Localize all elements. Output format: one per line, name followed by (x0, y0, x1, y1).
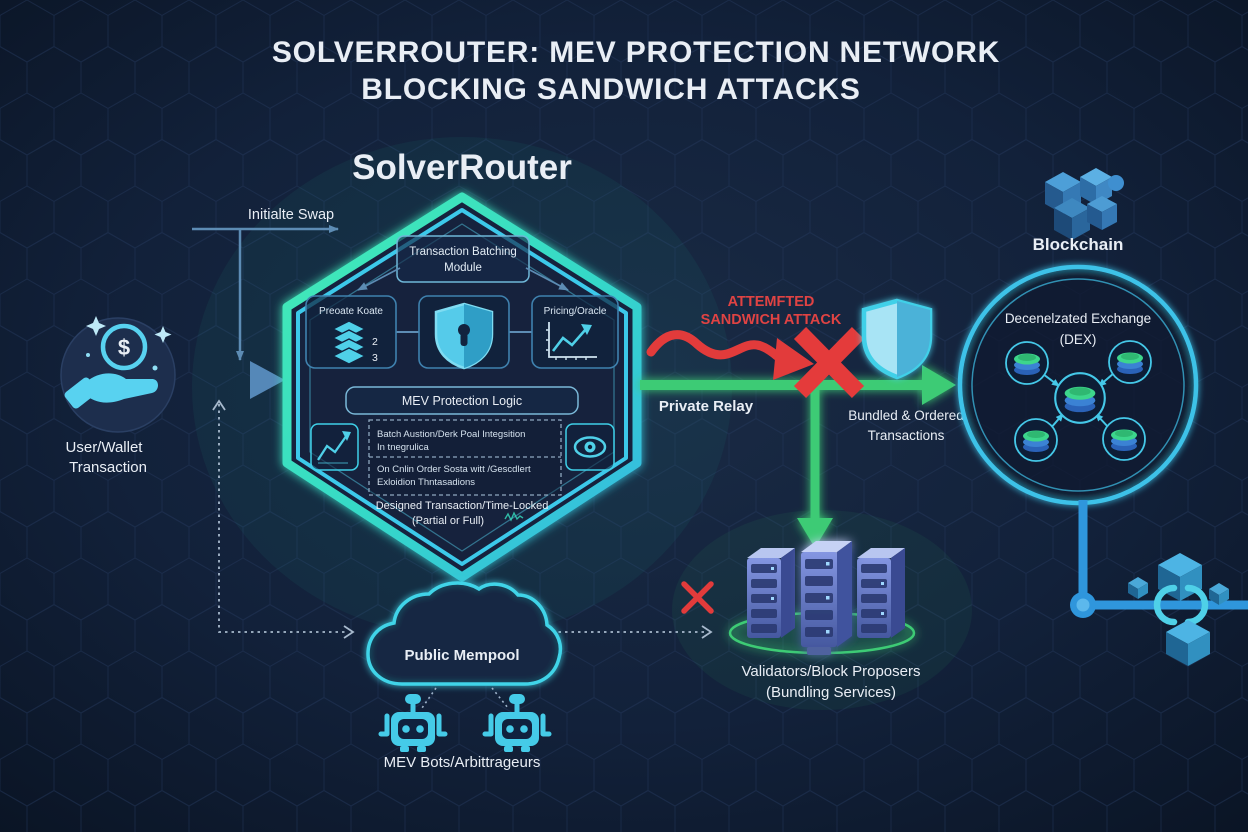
mev-logic-box: MEV Protection Logic (345, 386, 579, 415)
module-connectors (357, 267, 569, 333)
blocked-x-icon (793, 327, 865, 398)
solver-router-heading: SolverRouter (352, 148, 572, 187)
sparkline-decoration (504, 511, 524, 522)
attack-wavy-arrow (646, 330, 814, 380)
blockchain-output-line (1070, 500, 1248, 618)
watcher-box (565, 423, 615, 471)
features-dashed-box: Batch Austion/Derk Poal Integsition In t… (368, 419, 562, 496)
liquidity-pool-icon-center (1054, 372, 1106, 424)
cloud-icon (366, 581, 563, 686)
blockchain-label: Blockchain (1033, 235, 1124, 254)
initiate-swap-connector (192, 225, 339, 361)
mempool-cloud: Public Mempool (366, 581, 563, 686)
private-relay-label: Private Relay (659, 398, 754, 415)
server-tower-icon (747, 548, 795, 638)
user-wallet-label-line2: Transaction (69, 459, 147, 476)
protection-shield-box (418, 295, 510, 370)
mempool-blocked-x-icon (681, 581, 714, 614)
batching-label-line2: Module (444, 262, 482, 274)
liquidity-pool-icon (1102, 417, 1146, 461)
layers-badge-3: 3 (372, 352, 378, 364)
dex-label-line2: (DEX) (1060, 332, 1097, 347)
validators-label-line1: Validators/Block Proposers (742, 663, 921, 680)
chain-link-cubes-icon (1128, 553, 1229, 666)
guard-shield-icon (861, 298, 933, 380)
attack-label-line1: ATTEMFTED (728, 294, 815, 310)
small-cube (1128, 577, 1148, 599)
diagram-title-line1: SOLVERROUTER: MEV PROTECTION NETWORK (272, 36, 1000, 69)
feature1-line1: Batch Austion/Derk Poal Integsition (377, 429, 525, 440)
dex-label-line1: Decenelzated Exchange (1005, 311, 1151, 326)
mempool-label: Public Mempool (404, 647, 519, 664)
bundled-label-line2: Transactions (868, 428, 945, 443)
footer-line2: (Partial or Full) (412, 515, 484, 527)
cube (1054, 198, 1090, 240)
footer-line1: Designed Transaction/Time-Locked (376, 500, 549, 512)
liquidity-pool-icons (1005, 340, 1152, 462)
mempool-bypass-dotted-line (212, 399, 713, 639)
robot-icon (482, 694, 552, 752)
feature2-line1: On Cnlin Order Sosta witt /Gescdlert (377, 464, 531, 475)
dex-circle: Decenelzated Exchange (DEX) (957, 264, 1199, 506)
attack-label-line2: SANDWICH ATTACK (701, 312, 842, 328)
batching-module-box: Transaction Batching Module (396, 235, 530, 283)
server-tower-icon (857, 548, 905, 638)
cube (1080, 168, 1112, 205)
diagram-title-line2: BLOCKING SANDWICH ATTACKS (361, 73, 860, 106)
server-tower-icon (801, 541, 852, 655)
bundled-label-line1: Bundled & Ordered (848, 408, 964, 423)
sphere-dot (1108, 175, 1124, 191)
robot-icon (378, 694, 448, 752)
pricing-oracle-box: Pricing/Oracle (531, 295, 619, 369)
liquidity-pool-icon (1005, 341, 1049, 385)
validators-label-line2: (Bundling Services) (766, 684, 896, 701)
feature1-line2: In tnegrulica (377, 442, 429, 453)
cube (1087, 196, 1117, 230)
layers-icon (331, 320, 367, 365)
validator-arrowhead (797, 518, 833, 548)
mev-logic-label: MEV Protection Logic (402, 394, 522, 408)
validators-group (728, 541, 916, 655)
initiate-swap-label: Initialte Swap (248, 207, 334, 223)
cube (1166, 620, 1210, 666)
private-relay-flow (640, 365, 956, 548)
layers-badge-2: 2 (372, 336, 378, 348)
shield-keyhole-icon (434, 302, 494, 370)
liquidity-pool-icon (1014, 418, 1058, 462)
eye-icon (573, 436, 607, 458)
batching-label-line1: Transaction Batching (409, 246, 517, 258)
blockchain-cubes-icon (1045, 168, 1124, 240)
user-wallet-label-line1: User/Wallet (66, 439, 144, 456)
mev-bots-label: MEV Bots/Arbittrageurs (384, 754, 541, 771)
private-route-label: Preoate Koate (319, 306, 383, 317)
hand-coin-icon: $ (64, 316, 172, 409)
mini-chart-icon (317, 431, 351, 464)
flow-arrowhead (250, 361, 285, 399)
chart-up-icon (546, 322, 597, 360)
cloud-bot-connectors (421, 687, 509, 709)
pricing-oracle-label: Pricing/Oracle (544, 306, 607, 317)
small-cube (1209, 583, 1229, 605)
dollar-glyph: $ (118, 335, 130, 360)
liquidity-pool-icon (1108, 340, 1152, 384)
private-route-box: Preoate Koate 2 3 (305, 295, 397, 369)
relay-arrowhead (922, 365, 956, 405)
mini-chart-box (310, 423, 359, 471)
user-wallet-icon: $ (60, 316, 176, 433)
feature2-line2: Exloidion Thntasadions (377, 477, 475, 488)
